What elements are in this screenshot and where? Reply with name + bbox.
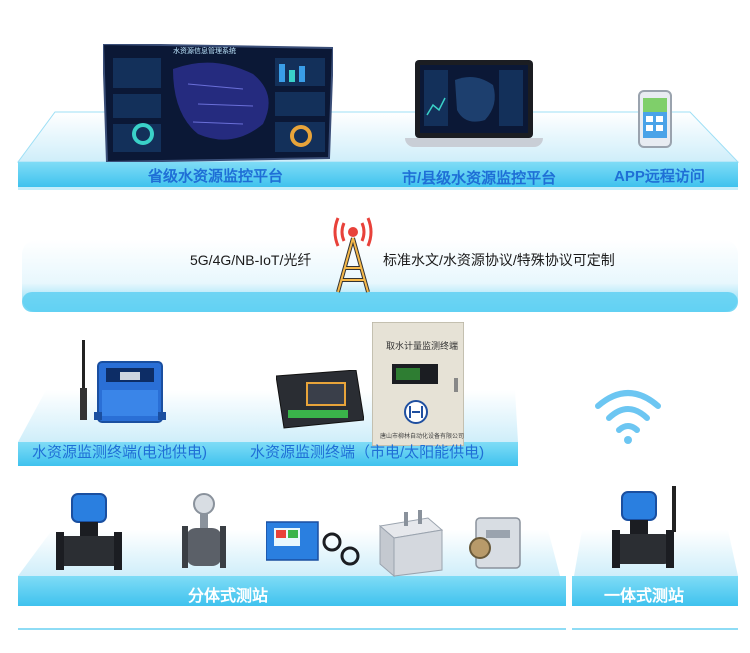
phone-device [638,90,672,148]
platform-tier-2 [0,200,750,320]
mains-terminal-label: 水资源监测终端（市电/太阳能供电) [250,444,485,461]
integrated-meter-device [612,486,684,572]
laptop-base [405,138,543,147]
app-access-label: APP远程访问 [614,168,705,185]
cabinet-maker: 唐山市柳林自动化设备有限公司 [380,434,465,440]
battery-terminal-label: 水资源监测终端(电池供电) [32,444,207,461]
integrated-station-label: 一体式测站 [604,588,685,605]
protocol-label: 标准水文/水资源协议/特殊协议可定制 [383,252,615,268]
metering-cabinet: 取水计量监测终端 唐山市柳林自动化设备有限公司 [371,321,465,447]
gate-meter-device [466,514,524,572]
antenna-tower-icon [330,210,376,296]
provincial-platform-label: 省级水资源监控平台 [148,168,284,185]
provincial-screen: 水资源信息管理系统 [101,42,335,164]
cabinet-title: 取水计量监测终端 [386,341,459,351]
split-station-label: 分体式测站 [188,588,269,605]
city-platform-label: 市/县级水资源监控平台 [402,170,557,187]
wifi-icon [592,384,664,446]
network-label: 5G/4G/NB-IoT/光纤 [190,252,312,268]
battery-terminal-device [76,338,166,434]
ultrasonic-meter-device [56,492,122,572]
laptop-screen [415,60,533,138]
provincial-screen-title: 水资源信息管理系统 [173,48,236,55]
mains-terminal-device [275,369,365,432]
radar-level-device [378,508,444,578]
flow-controller-device [265,520,366,572]
electromagnetic-meter-device [180,492,228,572]
